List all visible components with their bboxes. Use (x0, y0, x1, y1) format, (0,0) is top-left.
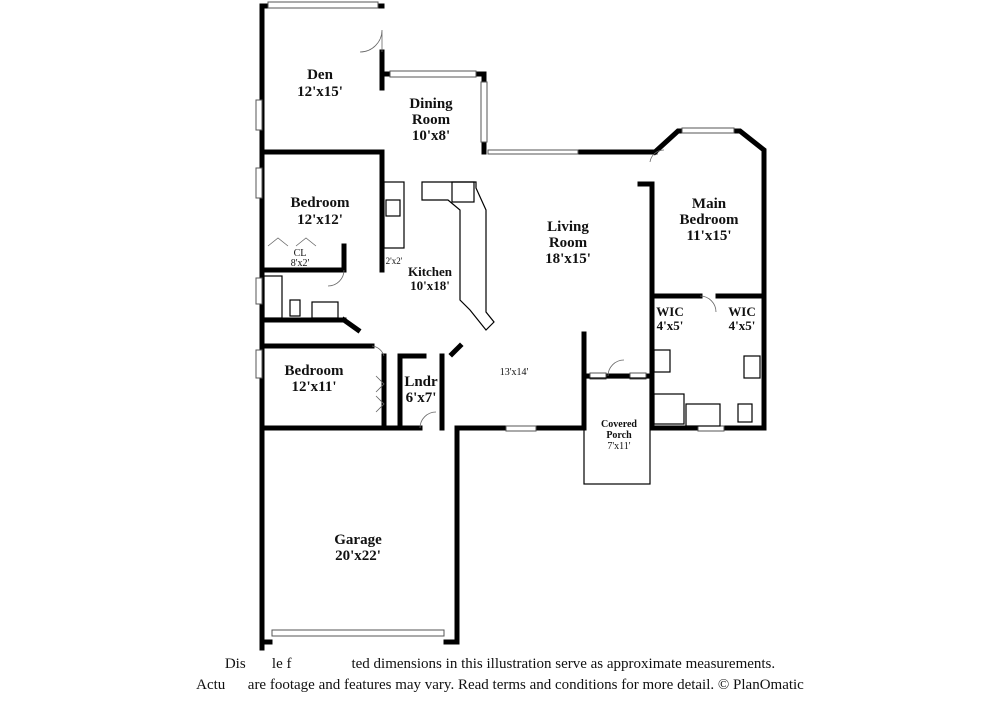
room-pantry: 2'x2' (386, 256, 403, 266)
disclaimer-line-1: Dis le f ted dimensions in this illustra… (224, 656, 776, 672)
main-bedroom-name-1: Main (692, 196, 727, 212)
living-dim: 18'x15' (545, 251, 591, 267)
door-swings (267, 29, 717, 429)
room-kitchen: Kitchen 10'x18' (408, 264, 453, 293)
windows (255, 1, 735, 637)
dining-name-1: Dining (409, 96, 453, 112)
dining-name-2: Room (412, 112, 451, 128)
porch-name-1: Covered (601, 419, 637, 430)
disclaimer-line-2: Actu are footage and features may vary. … (196, 677, 804, 693)
closet-name: CL (294, 248, 307, 259)
wic-left-dim: 4'x5' (657, 318, 684, 333)
room-bedroom-2: Bedroom 12'x11' (285, 363, 344, 395)
room-bedroom-1: Bedroom 12'x12' (291, 195, 350, 228)
room-laundry: Lndr 6'x7' (404, 374, 438, 406)
room-den: Den 12'x15' (297, 67, 343, 100)
main-bedroom-dim: 11'x15' (686, 228, 731, 244)
wic-right-name: WIC (728, 304, 755, 319)
den-name: Den (307, 67, 333, 83)
disclaimer: Dis le f ted dimensions in this illustra… (0, 654, 1000, 696)
bath-fixtures (263, 275, 761, 427)
bedroom2-dim: 12'x11' (291, 379, 336, 395)
living-name-2: Room (549, 235, 588, 251)
room-wic-left: WIC 4'x5' (656, 304, 683, 333)
bedroom1-dim: 12'x12' (297, 212, 343, 228)
covered-porch-outline (583, 377, 651, 485)
room-wic-right: WIC 4'x5' (728, 304, 755, 333)
kitchen-name: Kitchen (408, 264, 453, 279)
garage-dim: 20'x22' (335, 548, 381, 564)
room-main-bedroom: Main Bedroom 11'x15' (680, 196, 739, 244)
porch-name-2: Porch (606, 430, 632, 441)
pantry-dim: 2'x2' (386, 256, 403, 266)
room-dining: Dining Room 10'x8' (409, 96, 453, 144)
room-unnamed: 13'x14' (500, 367, 529, 378)
den-dim: 12'x15' (297, 84, 343, 100)
dining-dim: 10'x8' (412, 128, 450, 144)
room-porch: Covered Porch 7'x11' (601, 419, 637, 452)
laundry-name: Lndr (404, 374, 438, 390)
laundry-dim: 6'x7' (406, 390, 437, 406)
main-bedroom-name-2: Bedroom (680, 212, 739, 228)
porch-dim: 7'x11' (607, 441, 630, 452)
room-living: Living Room 18'x15' (545, 219, 591, 267)
closet-dim: 8'x2' (291, 258, 310, 269)
kitchen-counter (383, 181, 495, 331)
wic-left-name: WIC (656, 304, 683, 319)
wic-right-dim: 4'x5' (729, 318, 756, 333)
kitchen-dim: 10'x18' (410, 278, 450, 293)
bedroom2-name: Bedroom (285, 363, 344, 379)
unnamed-dim: 13'x14' (500, 367, 529, 378)
room-closet: CL 8'x2' (291, 248, 310, 269)
room-garage: Garage 20'x22' (334, 532, 382, 564)
garage-name: Garage (334, 532, 382, 548)
bedroom1-name: Bedroom (291, 195, 350, 211)
living-name-1: Living (547, 219, 589, 235)
